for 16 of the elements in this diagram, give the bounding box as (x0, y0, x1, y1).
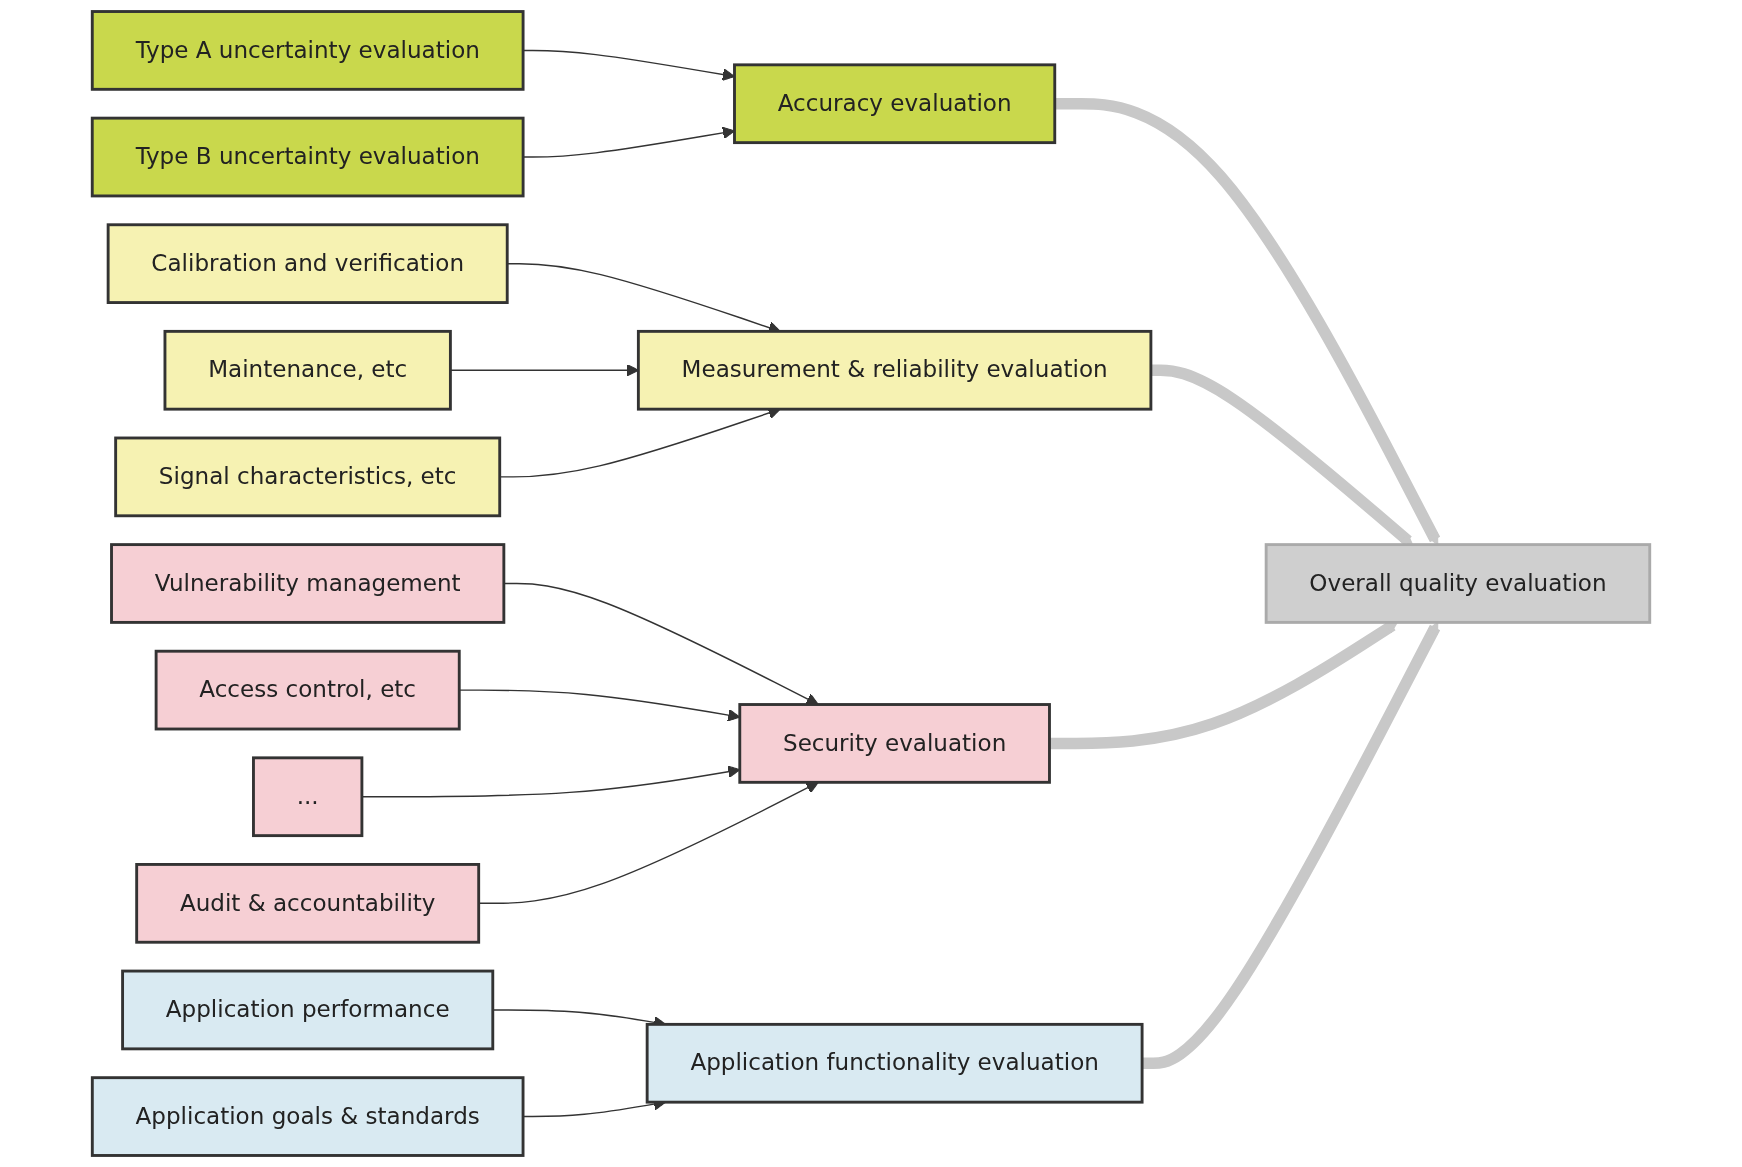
node-box: Calibration and verification (106, 223, 509, 304)
node-box: Signal characteristics, etc (114, 436, 502, 518)
node-box: Application performance (121, 969, 495, 1051)
node-box: Application goals & standards (90, 1076, 525, 1157)
node-box: Overall quality evaluation (1264, 543, 1652, 624)
node-box: Measurement & reliability evaluation (636, 329, 1153, 411)
node-box: Access control, etc (154, 649, 461, 731)
node-box: Type B uncertainty evaluation (90, 116, 525, 198)
node-box: Maintenance, etc (163, 329, 452, 411)
node-box: Vulnerability management (110, 543, 506, 624)
node-box: Audit & accountability (135, 863, 481, 944)
node-box: ... (252, 756, 364, 838)
node-box: Security evaluation (738, 703, 1051, 784)
node-box: Application functionality evaluation (645, 1022, 1144, 1104)
node-box: Accuracy evaluation (733, 63, 1057, 145)
node-box: Type A uncertainty evaluation (90, 10, 525, 91)
